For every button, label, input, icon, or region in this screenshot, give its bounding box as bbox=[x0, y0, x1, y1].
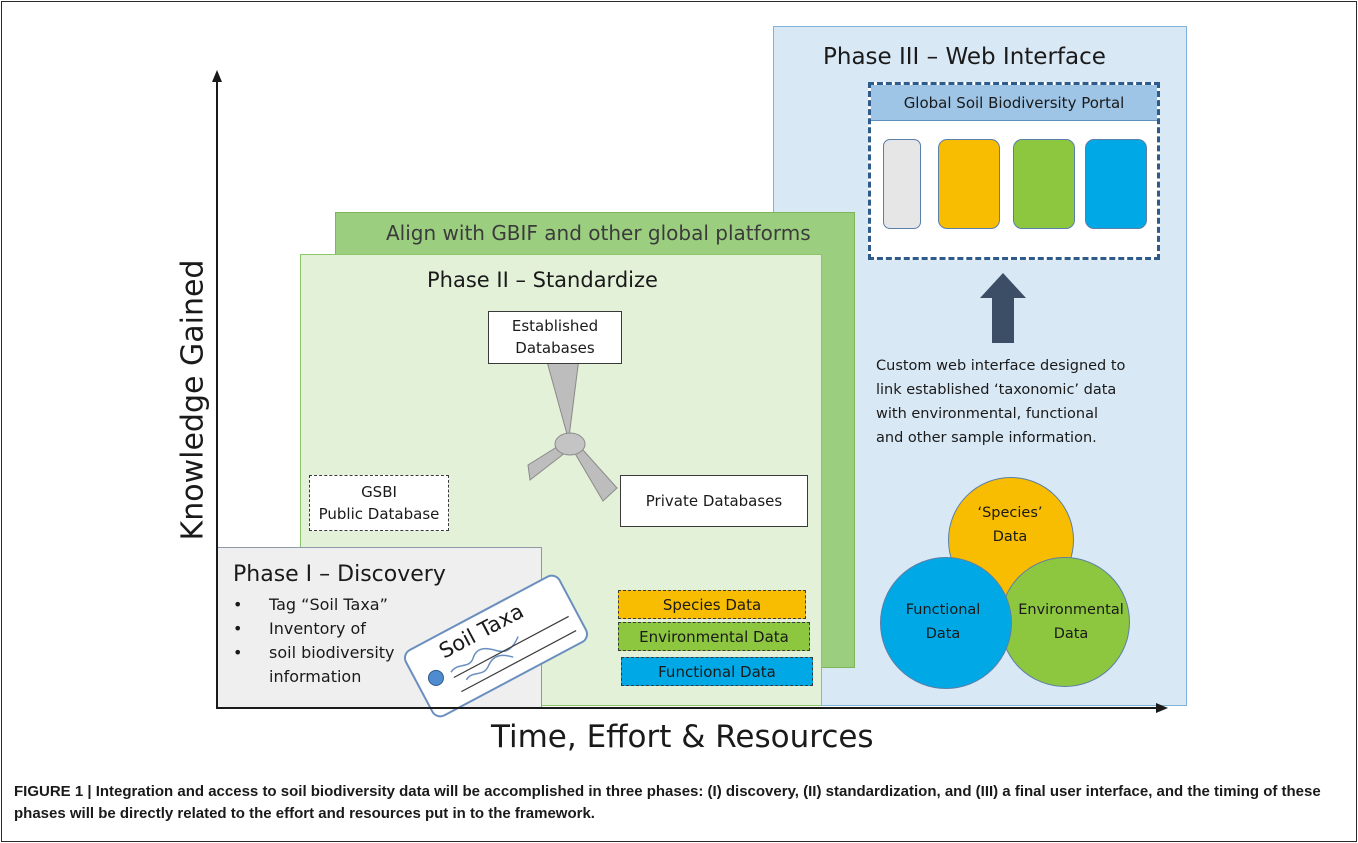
phase1-bullet-text: soil biodiversity information bbox=[269, 643, 395, 686]
phase1-bullet: • Tag “Soil Taxa” bbox=[233, 593, 403, 617]
private-databases-label: Private Databases bbox=[645, 492, 783, 510]
species-data-tag: Species Data bbox=[618, 590, 806, 619]
y-axis-arrowhead bbox=[212, 70, 222, 82]
description-line-3: with environmental, functional bbox=[876, 406, 1098, 422]
venn-species-line-2: Data bbox=[992, 529, 1028, 545]
soil-taxa-tag: Soil Taxa bbox=[400, 571, 592, 721]
venn-environmental-line-1: Environmental bbox=[1018, 602, 1124, 618]
tag-scribble-icon bbox=[450, 615, 577, 693]
bullet-dot: • bbox=[233, 595, 243, 614]
portal-module-blue bbox=[1085, 139, 1147, 229]
portal-title: Global Soil Biodiversity Portal bbox=[903, 93, 1125, 112]
bullet-dot: • bbox=[233, 643, 243, 662]
portal-module-yellow bbox=[938, 139, 1000, 229]
private-databases-box: Private Databases bbox=[620, 475, 808, 527]
phase1-bullet-text: Tag “Soil Taxa” bbox=[269, 595, 388, 614]
description-line-2: link established ‘taxonomic’ data bbox=[876, 382, 1117, 398]
venn-functional-circle bbox=[880, 557, 1012, 689]
caption-text: Integration and access to soil biodivers… bbox=[14, 783, 1321, 822]
phase1-bullet: • Inventory of bbox=[233, 617, 403, 641]
x-axis-arrowhead bbox=[1156, 703, 1168, 713]
venn-species-line-1: ‘Species’ bbox=[977, 505, 1043, 521]
description-line-1: Custom web interface designed to bbox=[876, 358, 1126, 374]
phase1-bullet-text: Inventory of bbox=[269, 619, 366, 638]
phase2-title: Phase II – Standardize bbox=[427, 268, 658, 292]
venn-environmental-circle bbox=[1000, 557, 1130, 687]
portal-module-green bbox=[1013, 139, 1075, 229]
bullet-dot: • bbox=[233, 619, 243, 638]
figure-caption: FIGURE 1 | Integration and access to soi… bbox=[14, 781, 1344, 825]
functional-data-label: Functional Data bbox=[658, 662, 776, 681]
venn-environmental-label: Environmental Data bbox=[1008, 598, 1134, 646]
environmental-data-tag: Environmental Data bbox=[618, 622, 810, 651]
environmental-data-label: Environmental Data bbox=[639, 627, 789, 646]
phase3-title: Phase III – Web Interface bbox=[823, 44, 1106, 70]
established-line-2: Databases bbox=[515, 339, 595, 357]
functional-data-tag: Functional Data bbox=[621, 657, 813, 686]
phase1-bullets: • Tag “Soil Taxa” • Inventory of • soil … bbox=[233, 593, 403, 689]
venn-functional-line-1: Functional bbox=[905, 602, 981, 618]
venn-species-label: ‘Species’ Data bbox=[960, 501, 1060, 549]
portal-module-grey bbox=[883, 139, 921, 229]
up-arrow-icon bbox=[980, 273, 1026, 343]
phase3-description: Custom web interface designed to link es… bbox=[876, 354, 1176, 450]
species-data-label: Species Data bbox=[662, 595, 762, 614]
venn-functional-label: Functional Data bbox=[893, 598, 993, 646]
phase1-bullet: • soil biodiversity information bbox=[233, 641, 403, 689]
x-axis-label: Time, Effort & Resources bbox=[491, 719, 874, 755]
established-databases-box: Established Databases bbox=[488, 311, 622, 364]
gsbi-line-2: Public Database bbox=[318, 505, 440, 523]
gsbi-line-1: GSBI bbox=[361, 483, 397, 501]
description-line-4: and other sample information. bbox=[876, 430, 1097, 446]
venn-environmental-line-2: Data bbox=[1053, 626, 1089, 642]
align-banner-text: Align with GBIF and other global platfor… bbox=[386, 221, 811, 245]
portal-header: Global Soil Biodiversity Portal bbox=[871, 85, 1157, 121]
database-connector-icon bbox=[527, 357, 618, 502]
phase1-title: Phase I – Discovery bbox=[233, 562, 446, 587]
gsbi-public-database-box: GSBI Public Database bbox=[309, 475, 449, 531]
established-line-1: Established bbox=[511, 317, 599, 335]
caption-prefix: FIGURE 1 | bbox=[14, 783, 96, 800]
venn-functional-line-2: Data bbox=[925, 626, 961, 642]
y-axis-label: Knowledge Gained bbox=[175, 259, 211, 541]
